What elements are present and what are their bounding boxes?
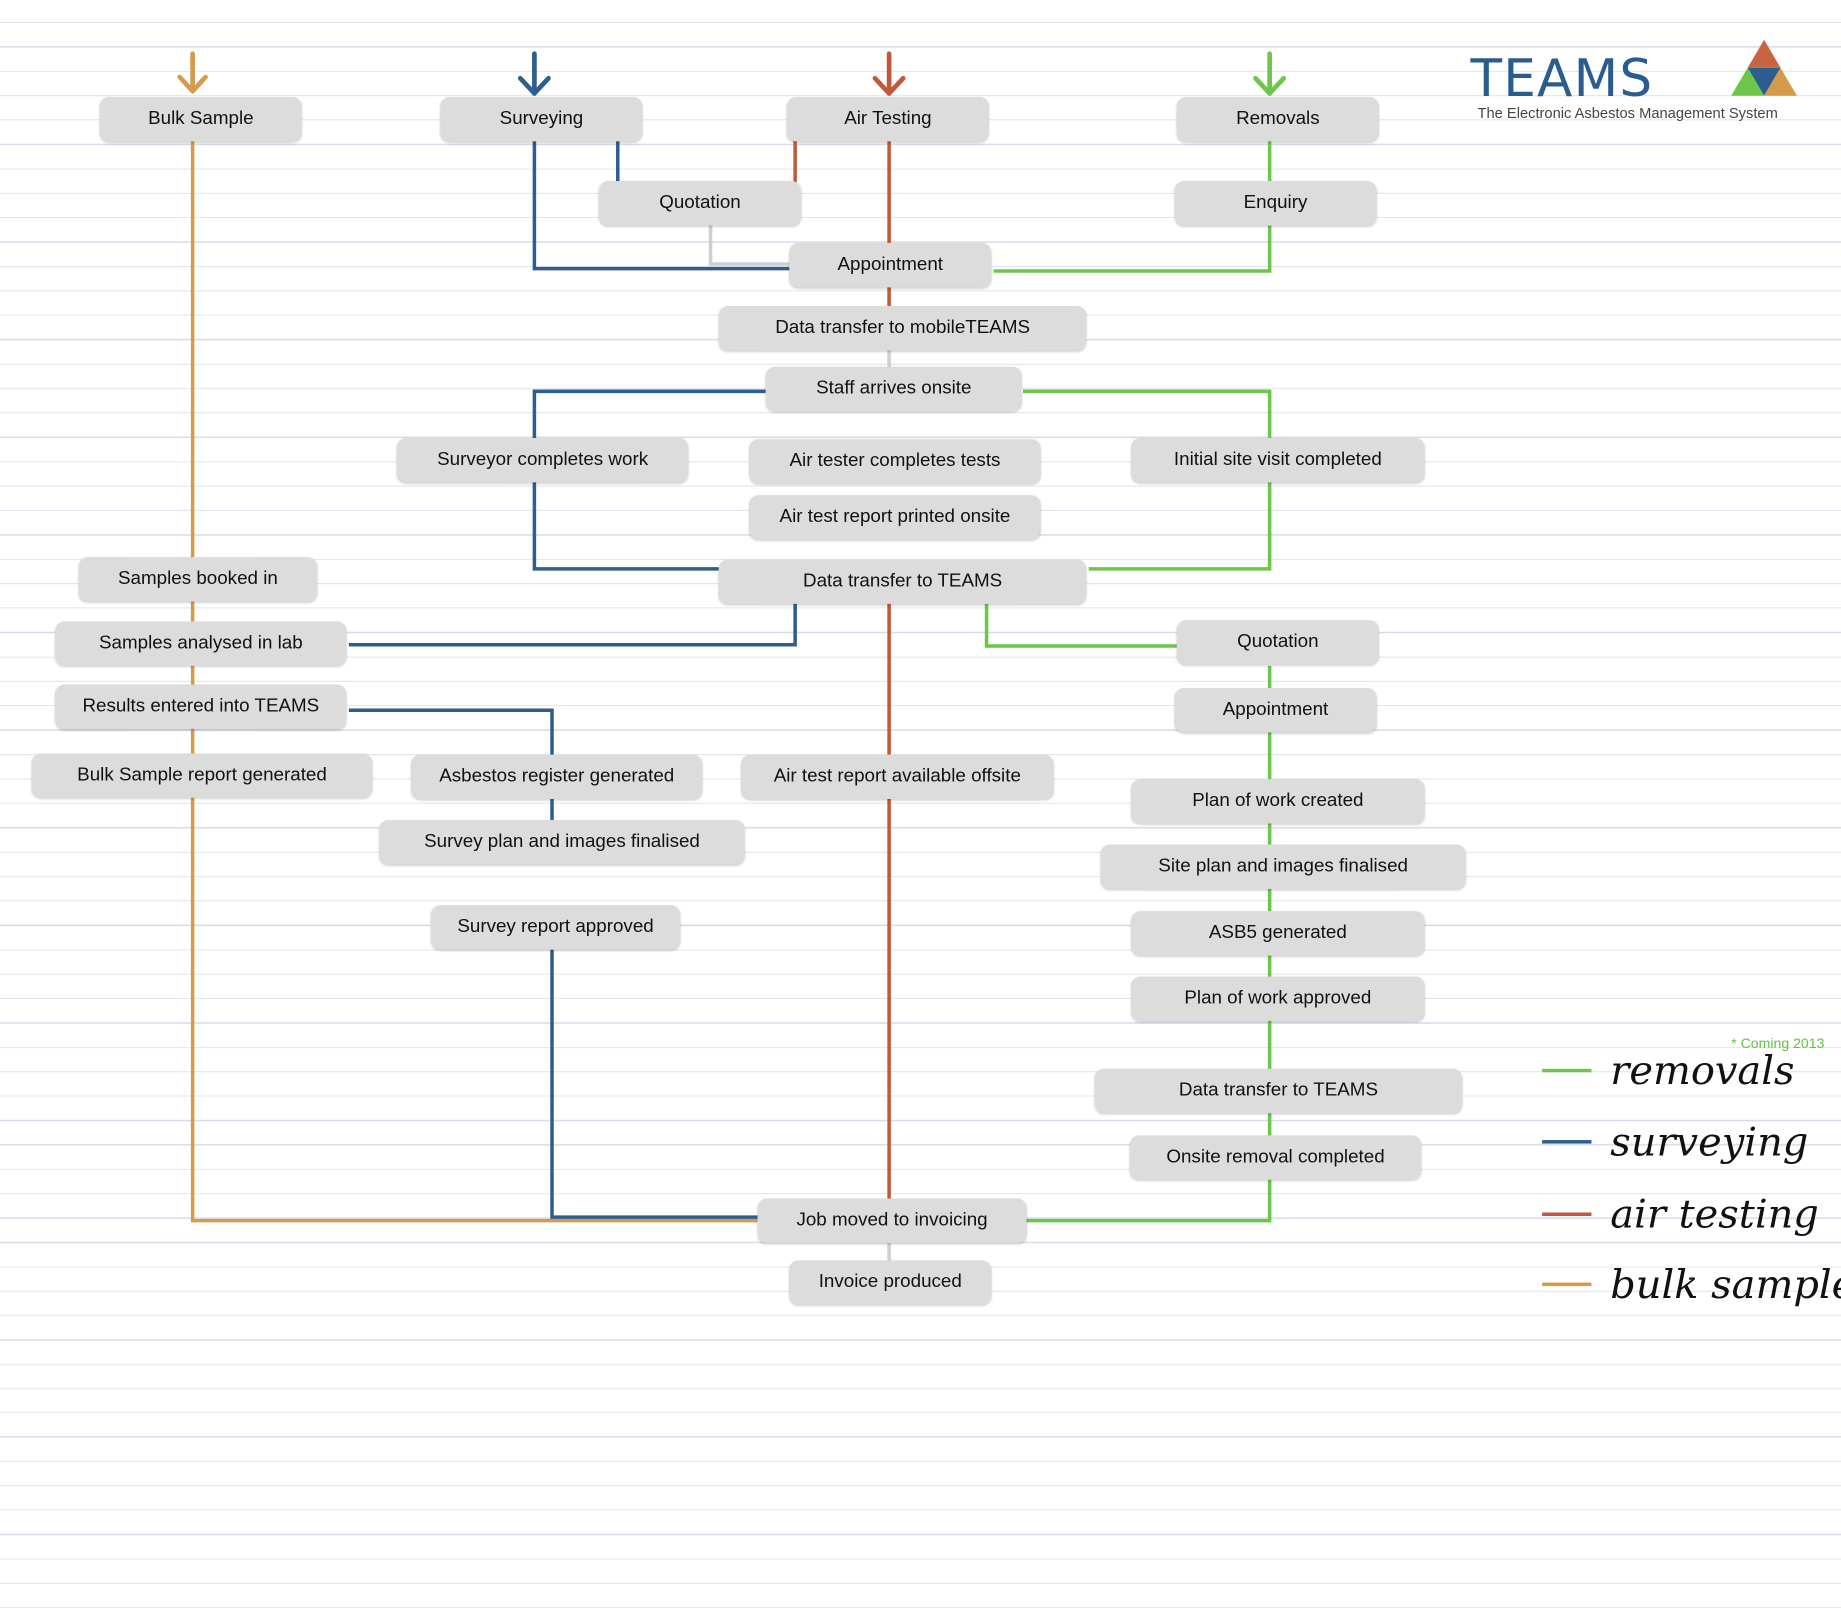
box-plan-created: Plan of work created (1131, 779, 1425, 824)
box-quotation-top: Quotation (598, 181, 802, 226)
box-appointment-top: Appointment (789, 242, 992, 288)
removals-arrow-icon (1253, 51, 1287, 96)
box-bulk-report: Bulk Sample report generated (31, 753, 373, 798)
connector-data-lab (348, 601, 797, 647)
legend-label-bulk-samples: bulk samples (1610, 1261, 1841, 1309)
box-appointment-right: Appointment (1174, 688, 1377, 733)
box-site-plan: Site plan and images finalised (1100, 844, 1466, 889)
box-data-teams-mid: Data transfer to TEAMS (718, 559, 1087, 604)
connector-data-quotation (984, 603, 1177, 648)
connector-quotation-appointment (708, 221, 791, 266)
box-bulk-sample: Bulk Sample (99, 96, 302, 142)
line-blue-icon (1542, 1140, 1592, 1144)
legend-label-surveying: surveying (1610, 1119, 1809, 1166)
connector-initial-data (1088, 481, 1272, 571)
box-plan-approved: Plan of work approved (1131, 976, 1425, 1021)
box-data-teams-right: Data transfer to TEAMS (1094, 1068, 1463, 1114)
connector-surveying-appointment (532, 140, 791, 271)
box-removals: Removals (1176, 96, 1379, 142)
bulk-arrow-icon (177, 51, 208, 94)
line-green-icon (1542, 1068, 1592, 1073)
box-samples-booked: Samples booked in (78, 557, 318, 602)
triangle-logo-icon (1731, 39, 1797, 96)
air-arrow-icon (872, 51, 906, 96)
box-results-entered: Results entered into TEAMS (55, 684, 347, 729)
box-data-mobile: Data transfer to mobileTEAMS (718, 306, 1087, 351)
line-red-icon (1542, 1212, 1592, 1216)
box-air-report-offsite: Air test report available offsite (741, 754, 1054, 799)
box-quotation-right: Quotation (1176, 620, 1379, 665)
box-air-tester-completes: Air tester completes tests (749, 439, 1041, 484)
connector-enquiry-appointment (993, 224, 1272, 273)
box-asb5: ASB5 generated (1131, 911, 1425, 956)
box-air-report-onsite: Air test report printed onsite (749, 495, 1041, 540)
box-air-testing: Air Testing (786, 96, 989, 142)
box-enquiry: Enquiry (1174, 181, 1377, 226)
legend-label-air-testing: air testing (1610, 1191, 1819, 1239)
box-initial-visit: Initial site visit completed (1131, 438, 1425, 483)
box-staff-onsite: Staff arrives onsite (765, 366, 1022, 412)
teams-logo: TEAMS The Electronic Asbestos Management… (1470, 39, 1811, 131)
box-job-invoicing: Job moved to invoicing (757, 1198, 1027, 1243)
box-survey-approved: Survey report approved (431, 905, 681, 950)
coming-2013-note: * Coming 2013 (1731, 1034, 1825, 1052)
logo-subtitle: The Electronic Asbestos Management Syste… (1477, 105, 1778, 122)
box-samples-analysed: Samples analysed in lab (55, 621, 347, 666)
box-asbestos-register: Asbestos register generated (411, 754, 703, 799)
box-survey-plan: Survey plan and images finalised (379, 820, 745, 865)
connector-bulk-line (190, 140, 758, 1223)
line-orange-icon (1542, 1282, 1592, 1287)
legend-label-removals: removals (1610, 1047, 1795, 1095)
surveying-arrow-icon (517, 51, 551, 96)
box-invoice-produced: Invoice produced (789, 1260, 992, 1305)
box-surveyor-completes: Surveyor completes work (396, 438, 689, 483)
connector-approved-invoicing (550, 949, 758, 1219)
box-onsite-removal: Onsite removal completed (1129, 1135, 1422, 1180)
connector-staff-initial (1022, 389, 1272, 439)
box-surveying: Surveying (440, 96, 643, 142)
logo-title: TEAMS (1470, 49, 1654, 109)
